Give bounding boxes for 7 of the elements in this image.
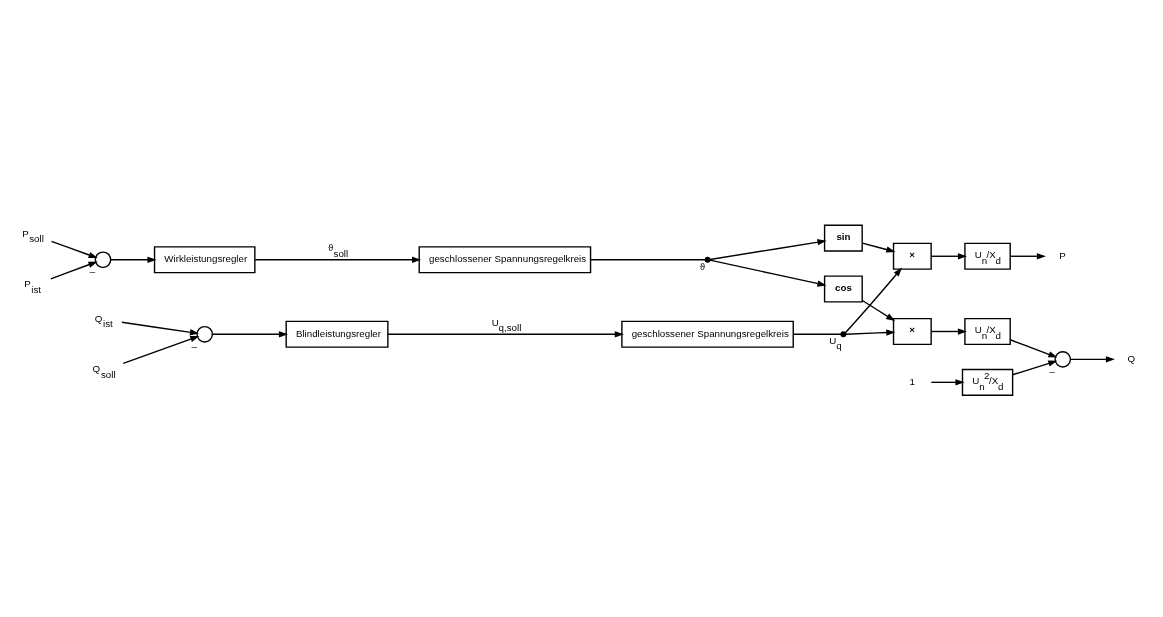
node-label: ϑ: [699, 260, 706, 272]
node-text: Q: [1127, 352, 1136, 364]
node-label: –: [89, 266, 96, 278]
node-label: –: [191, 340, 197, 352]
node-label: –: [1049, 365, 1055, 377]
node-text: P: [1059, 249, 1066, 261]
node-text: 1: [909, 375, 915, 387]
